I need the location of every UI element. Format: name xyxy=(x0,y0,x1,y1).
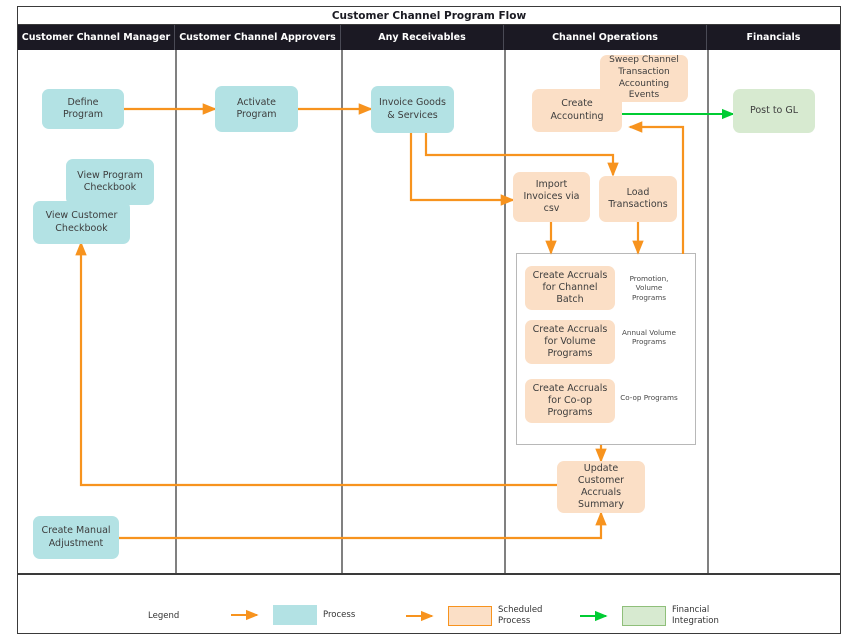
lane-divider-1 xyxy=(175,50,177,573)
legend-strip xyxy=(18,577,840,633)
node-import-invoices-via-csv[interactable]: Import Invoices via csv xyxy=(513,172,590,222)
legend-label: Legend xyxy=(148,611,180,621)
note-channel-batch: Promotion, Volume Programs xyxy=(629,274,669,302)
node-view-customer-checkbook[interactable]: View Customer Checkbook xyxy=(33,201,130,244)
lane-divider-2 xyxy=(341,50,343,573)
node-load-transactions[interactable]: Load Transactions xyxy=(599,176,677,222)
node-view-program-checkbook[interactable]: View Program Checkbook xyxy=(66,159,154,205)
lane-header-channel-operations: Channel Operations xyxy=(504,25,707,50)
legend-item-financial-integration: Financial Integration xyxy=(578,605,746,626)
legend-text-financial-integration: Financial Integration xyxy=(672,605,719,626)
node-create-manual-adjustment[interactable]: Create Manual Adjustment xyxy=(33,516,119,559)
lane-header-customer-channel-manager: Customer Channel Manager xyxy=(18,25,175,50)
legend-arrow-financial-integration-icon xyxy=(580,610,608,621)
lane-divider-4 xyxy=(707,50,709,573)
lane-header-row: Customer Channel Manager Customer Channe… xyxy=(18,25,840,50)
lane-header-customer-channel-approvers: Customer Channel Approvers xyxy=(175,25,341,50)
node-create-accruals-for-volume-programs[interactable]: Create Accruals for Volume Programs xyxy=(525,320,615,364)
node-create-accounting[interactable]: Create Accounting xyxy=(532,89,622,132)
lane-header-financials: Financials xyxy=(746,32,801,43)
legend-item-scheduled-process: Scheduled Process xyxy=(404,605,572,626)
node-create-accruals-for-coop-programs[interactable]: Create Accruals for Co-op Programs xyxy=(525,379,615,423)
legend-text-scheduled-process: Scheduled Process xyxy=(498,605,543,626)
lane-divider-3 xyxy=(504,50,506,573)
lane-header-any-receivables: Any Receivables xyxy=(341,25,504,50)
legend-swatch-scheduled-process xyxy=(448,605,492,626)
node-sweep-channel-transaction-accounting-events[interactable]: Sweep Channel Transaction Accounting Eve… xyxy=(600,55,688,102)
legend-arrow-process-icon xyxy=(231,609,259,621)
note-volume-programs: Annual Volume Programs xyxy=(621,328,676,347)
node-update-customer-accruals-summary[interactable]: Update Customer Accruals Summary xyxy=(557,461,645,513)
node-define-program[interactable]: Define Program xyxy=(42,89,124,129)
node-invoice-goods-services[interactable]: Invoice Goods & Services xyxy=(371,86,454,133)
legend-swatch-financial-integration xyxy=(622,605,666,626)
diagram-title: Customer Channel Program Flow xyxy=(18,7,840,25)
note-coop-programs: Co-op Programs xyxy=(620,393,678,402)
node-create-accruals-for-channel-batch[interactable]: Create Accruals for Channel Batch xyxy=(525,266,615,310)
node-post-to-gl[interactable]: Post to GL xyxy=(733,89,815,133)
legend-arrow-scheduled-process-icon xyxy=(406,610,434,621)
node-activate-program[interactable]: Activate Program xyxy=(215,86,298,132)
legend-item-process: Process xyxy=(229,605,355,625)
legend-text-process: Process xyxy=(323,609,356,620)
legend-swatch-process xyxy=(273,605,317,625)
